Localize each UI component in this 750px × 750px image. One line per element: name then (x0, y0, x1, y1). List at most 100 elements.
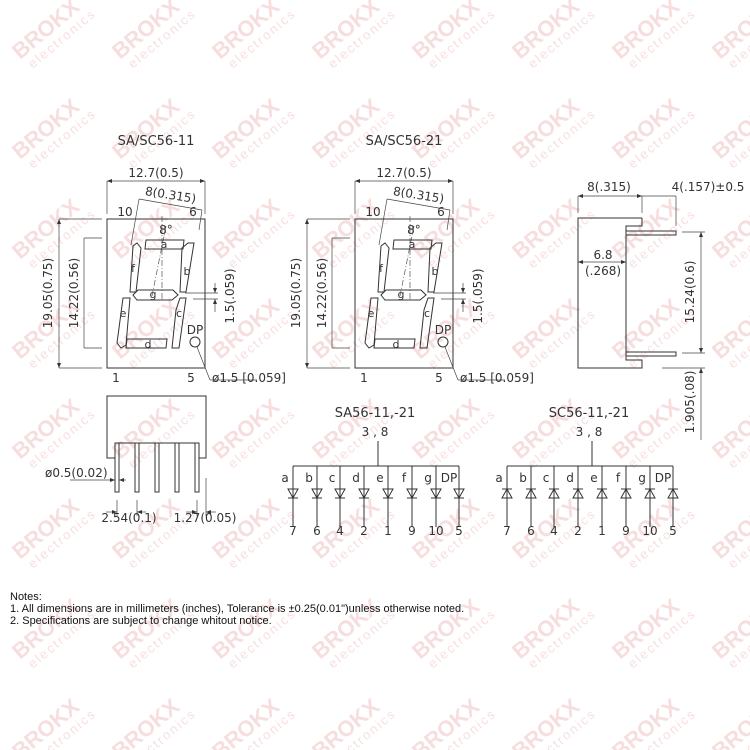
segment-label-g: g (150, 288, 157, 301)
segment-label-e: e (368, 307, 375, 320)
arrowhead (137, 510, 142, 514)
diode-icon (406, 488, 418, 500)
segment-c (171, 297, 187, 349)
digit-dim-label: 8(0.315) (392, 184, 445, 206)
line (378, 198, 388, 246)
arrowhead (213, 288, 217, 293)
line (196, 346, 211, 381)
decimal-point (189, 336, 201, 348)
segment-label: c (329, 471, 336, 485)
common-pin-label: 3 , 8 (362, 425, 389, 439)
bottom-pin (154, 442, 160, 493)
angle-label: 8° (407, 223, 421, 237)
diode-icon (596, 487, 608, 499)
pin-number: 4 (336, 524, 344, 538)
pin-label: 10 (365, 205, 380, 219)
dp-dim-label: ø1.5 [0.059] (460, 371, 534, 385)
segment-label: f (616, 471, 621, 485)
width-dim-label: 12.7(0.5) (128, 166, 183, 180)
bottom-pin (134, 442, 140, 493)
bottom-view: ø0.5(0.02)2.54(0.1)1.27(0.05) (45, 395, 236, 525)
schematic-title: SA56-11,-21 (335, 406, 416, 421)
side-pin-bottom (625, 351, 677, 357)
segment-a (392, 239, 433, 250)
segment-label: c (543, 471, 550, 485)
segment-e (364, 297, 379, 349)
arrowhead (448, 179, 453, 183)
angle-label: 8° (159, 223, 173, 237)
front-view-title: SA/SC56-21 (366, 134, 443, 149)
segment-label-a: a (161, 238, 168, 251)
segment-label: e (376, 471, 383, 485)
arrowhead (213, 299, 217, 304)
inner-dim-label-inch: (.268) (585, 264, 621, 278)
arrowhead (355, 179, 360, 183)
slant-centerline (151, 225, 167, 297)
segment-label-g: g (398, 288, 405, 301)
bottom-pin (174, 442, 180, 493)
pin-label: 1 (360, 371, 368, 385)
diode-icon (382, 488, 394, 500)
diode-icon (667, 487, 679, 499)
diode-icon (453, 488, 465, 500)
pin-number: 10 (642, 524, 657, 538)
segment-label-c: c (176, 307, 182, 320)
inner-dim-label: 6.8 (593, 248, 612, 262)
line (130, 198, 140, 246)
segment-b (427, 242, 443, 293)
digit-dim-line (386, 198, 451, 211)
segment-label: f (402, 471, 407, 485)
segment-label: DP (655, 471, 671, 485)
pin-label: 10 (117, 205, 132, 219)
pin-label: 5 (435, 371, 443, 385)
line (444, 346, 459, 381)
segment-label-c: c (424, 307, 430, 320)
segment-g (380, 289, 427, 301)
pin-length-label: 4(.157)±0.5 (672, 180, 745, 194)
bottom-pin (114, 442, 120, 493)
segment-label: a (495, 471, 502, 485)
pin-number: 5 (669, 524, 677, 538)
display-body (354, 218, 454, 369)
pin-number: 6 (313, 524, 321, 538)
segment-thickness-label: 1.5(.059) (223, 268, 237, 323)
segment-label-b: b (184, 265, 191, 278)
diode-icon (311, 488, 323, 500)
segment-a (144, 239, 185, 250)
note-2: 2. Specifications are subject to change … (10, 615, 272, 627)
dp-label: DP (435, 323, 451, 337)
segment-label: b (305, 471, 313, 485)
segment-label: g (638, 471, 646, 485)
pin-label: 5 (187, 371, 195, 385)
dp-dim-label: ø1.5 [0.059] (212, 371, 286, 385)
diode-icon (287, 488, 299, 500)
digit-dim-line (138, 198, 203, 211)
digit-height-label: 14.22(0.56) (67, 258, 81, 328)
segment-label-e: e (120, 307, 127, 320)
arrowhead (637, 194, 642, 198)
arrowhead (57, 219, 61, 224)
pin-number: 9 (622, 524, 630, 538)
segment-f (377, 242, 390, 293)
display-body (106, 218, 206, 369)
diode-icon (644, 487, 656, 499)
arrowhead (110, 478, 115, 482)
pin-number: 4 (550, 524, 558, 538)
arrowhead (461, 299, 465, 304)
offset-dim-label: 1.905(.08) (683, 371, 697, 434)
segment-label: e (590, 471, 597, 485)
line (446, 209, 451, 231)
segment-label: b (519, 471, 527, 485)
arrowhead (57, 363, 61, 368)
arrowhead (699, 368, 703, 373)
side-view: 8(.315)4(.157)±0.56.8(.268)15.24(0.6)1.9… (577, 180, 745, 440)
segment-label: d (566, 471, 574, 485)
pin-number: 2 (574, 524, 582, 538)
diode-icon (358, 488, 370, 500)
